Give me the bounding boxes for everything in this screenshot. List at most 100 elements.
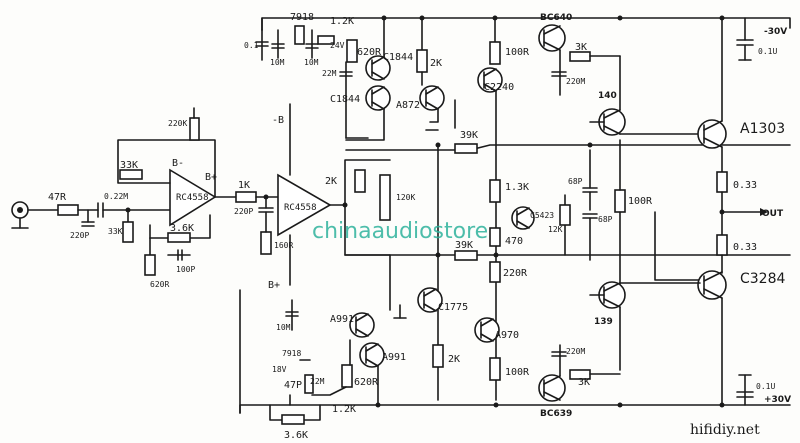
label-33k-fb: 33K — [120, 160, 138, 171]
label-10u-b: 10M — [304, 58, 319, 67]
label-33k-in: 33K — [108, 227, 123, 236]
label-10u-low: 10M — [276, 323, 291, 332]
label-2k-u2: 2K — [325, 176, 337, 187]
resistor-160r — [260, 231, 272, 255]
label-100r-top: 100R — [505, 47, 530, 58]
label-100p: 100P — [176, 265, 195, 274]
label-120k: 120K — [396, 193, 415, 202]
label-a1303: A1303 — [740, 121, 785, 137]
transistor-c1844-a — [365, 55, 391, 81]
minus-b-label: -B — [272, 115, 284, 126]
b-plus-low-label: B+ — [268, 280, 280, 291]
transistor-c1844-b — [365, 85, 391, 111]
resistor-620r-low — [304, 374, 314, 394]
resistor-220k — [189, 117, 200, 141]
label-1k2-top: 1.2K — [330, 16, 354, 27]
resistor-2k-top — [416, 49, 428, 73]
label-39k-top: 39K — [460, 130, 478, 141]
label-220p-2: 220P — [234, 207, 253, 216]
site-credit: hifidiy.net — [690, 422, 760, 438]
neg-rail-cap-label: 0.1U — [758, 47, 777, 56]
neg-rail-cap — [736, 17, 754, 61]
label-c2240: C2240 — [484, 82, 514, 93]
label-c1844-b: C1844 — [330, 94, 360, 105]
label-22u-top: 22M — [322, 69, 337, 78]
watermark-text: chinaaudiostore — [312, 219, 488, 244]
label-22u-low: 22M — [310, 377, 325, 386]
transistor-a991-a — [349, 312, 375, 338]
label-470: 470 — [505, 236, 523, 247]
label-c3284: C3284 — [740, 271, 785, 287]
resistor-39k-low — [454, 250, 478, 261]
label-c1844-a: C1844 — [383, 52, 413, 63]
label-2k-low: 2K — [448, 354, 460, 365]
label-18v: 18V — [272, 365, 287, 374]
resistor-1k3 — [489, 179, 501, 203]
opamp-u2 — [277, 173, 332, 237]
label-c022: 0.22M — [104, 192, 128, 201]
label-68p-a: 68P — [568, 177, 583, 186]
label-620r-low: 620R — [354, 377, 379, 388]
label-3k-top: 3K — [575, 42, 587, 53]
label-2k-top: 2K — [430, 58, 442, 69]
label-220k: 220K — [168, 119, 187, 128]
opamp-u2-label: RC4558 — [284, 203, 317, 213]
label-12k: 12K — [548, 225, 563, 234]
resistor-1k2-top — [317, 35, 335, 45]
label-100r-mid: 100R — [628, 196, 653, 207]
transistor-a1303 — [697, 119, 727, 149]
resistor-620r-in — [144, 254, 156, 276]
input-jack-icon — [11, 201, 29, 229]
resistor-100r-low — [489, 357, 501, 381]
positive-rail — [239, 289, 791, 414]
label-220u-low: 220M — [566, 347, 585, 356]
label-bc639: BC639 — [540, 409, 572, 419]
label-c5423: C5423 — [530, 211, 554, 220]
resistor-620r-top — [346, 39, 358, 63]
transistor-a970 — [474, 317, 500, 343]
transistor-c1775 — [417, 287, 443, 313]
transistor-c3284 — [697, 270, 727, 300]
label-139: 139 — [594, 317, 613, 327]
label-47r: 47R — [48, 192, 67, 203]
resistor-1k — [235, 191, 257, 203]
resistor-100r-top — [489, 41, 501, 65]
output-label: OUT — [762, 209, 784, 219]
label-220p-in: 220P — [70, 231, 89, 240]
resistor-470 — [489, 227, 501, 247]
u1-b-plus: B+ — [205, 172, 217, 183]
resistor-120k — [379, 174, 391, 221]
transistor-bc640 — [538, 24, 566, 52]
resistor-33k-in — [122, 221, 134, 243]
output-arrow-icon — [760, 208, 768, 216]
label-a991-b: A991 — [382, 352, 406, 363]
label-24v: 24V — [330, 41, 345, 50]
neg-rail-label: -30V — [764, 27, 787, 37]
label-220r: 220R — [503, 268, 528, 279]
label-bc640: BC640 — [540, 13, 572, 23]
label-39k-low: 39K — [455, 240, 473, 251]
label-220u-top: 220M — [566, 77, 585, 86]
resistor-100r-mid — [614, 189, 626, 213]
pos-rail-cap — [736, 374, 754, 406]
label-100r-low: 100R — [505, 367, 530, 378]
resistor-7918 — [294, 25, 305, 45]
label-c01-top: 0.1 — [244, 41, 259, 50]
label-033-b: 0.33 — [733, 242, 757, 253]
pos-rail-cap-label: 0.1U — [756, 382, 775, 391]
label-1k: 1K — [238, 180, 250, 191]
label-3k6-b: 3.6K — [284, 430, 308, 441]
label-3k6-a: 3.6K — [170, 223, 194, 234]
transistor-c2240 — [477, 67, 503, 93]
resistor-220r — [489, 261, 501, 283]
resistor-47r — [57, 204, 79, 216]
label-1k3: 1.3K — [505, 182, 529, 193]
junction-dots — [125, 15, 725, 408]
resistor-620r-low-b — [341, 364, 353, 388]
resistor-033-a — [716, 171, 728, 193]
u1-b-minus: B- — [172, 158, 184, 169]
label-620r-top: 620R — [357, 47, 382, 58]
label-a872: A872 — [396, 100, 420, 111]
resistor-33k-fb — [119, 169, 143, 180]
